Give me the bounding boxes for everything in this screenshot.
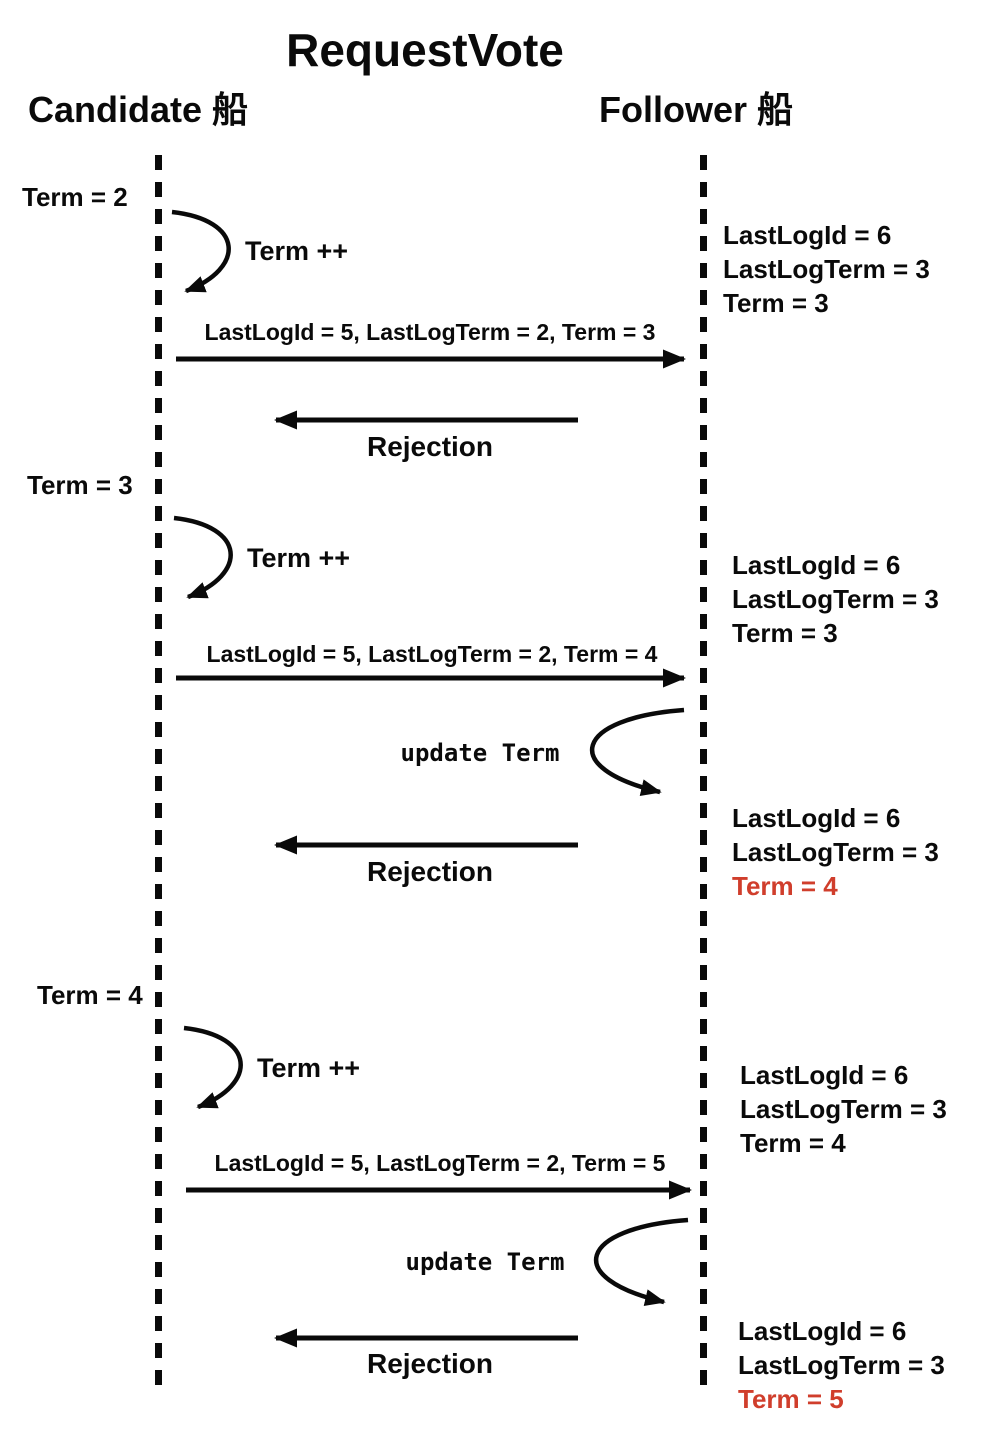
request-message-3: LastLogId = 5, LastLogTerm = 2, Term = 5 <box>214 1150 666 1176</box>
term-increment-loop-1 <box>171 209 231 294</box>
state-line: LastLogTerm = 3 <box>732 584 939 614</box>
state-line: LastLogTerm = 3 <box>723 254 930 284</box>
rejection-label-2: Rejection <box>366 856 494 887</box>
term-increment-label-1: Term ++ <box>245 236 349 266</box>
follower-state-1: LastLogId = 6 LastLogTerm = 3 Term = 3 <box>723 218 930 320</box>
state-line: Term = 3 <box>723 288 829 318</box>
state-line: LastLogTerm = 3 <box>732 837 939 867</box>
state-line: Term = 3 <box>732 618 838 648</box>
follower-state-5: LastLogId = 6 LastLogTerm = 3 Term = 5 <box>738 1314 945 1416</box>
follower-header: Follower 船 <box>599 89 794 130</box>
follower-state-4: LastLogId = 6 LastLogTerm = 3 Term = 4 <box>740 1058 947 1160</box>
state-line: Term = 4 <box>740 1128 846 1158</box>
candidate-term-label-2: Term = 3 <box>27 470 133 500</box>
follower-state-3: LastLogId = 6 LastLogTerm = 3 Term = 4 <box>732 801 939 903</box>
term-increment-loop-3 <box>183 1025 243 1110</box>
state-line-highlighted: Term = 4 <box>732 871 838 901</box>
update-term-label-2: update Term <box>405 1248 565 1276</box>
request-message-1: LastLogId = 5, LastLogTerm = 2, Term = 3 <box>204 319 656 345</box>
term-increment-label-3: Term ++ <box>257 1053 361 1083</box>
state-line: LastLogId = 6 <box>723 220 892 250</box>
follower-state-2: LastLogId = 6 LastLogTerm = 3 Term = 3 <box>732 548 939 650</box>
update-term-loop-1 <box>590 707 685 796</box>
candidate-term-label-3: Term = 4 <box>37 980 143 1010</box>
update-term-label-1: update Term <box>400 739 560 767</box>
term-increment-loop-2 <box>173 515 233 600</box>
candidate-header: Candidate 船 <box>28 89 249 130</box>
state-line: LastLogId = 6 <box>740 1060 909 1090</box>
update-term-loop-2 <box>594 1217 689 1306</box>
state-line: LastLogTerm = 3 <box>740 1094 947 1124</box>
state-line: LastLogId = 6 <box>738 1316 907 1346</box>
state-line: LastLogId = 6 <box>732 550 901 580</box>
state-line: LastLogTerm = 3 <box>738 1350 945 1380</box>
state-line-highlighted: Term = 5 <box>738 1384 844 1414</box>
rejection-label-1: Rejection <box>366 431 494 462</box>
rejection-label-3: Rejection <box>366 1348 494 1379</box>
candidate-term-label-1: Term = 2 <box>22 182 128 212</box>
request-message-2: LastLogId = 5, LastLogTerm = 2, Term = 4 <box>206 641 658 667</box>
page-title: RequestVote <box>286 24 564 76</box>
state-line: LastLogId = 6 <box>732 803 901 833</box>
term-increment-label-2: Term ++ <box>247 543 351 573</box>
